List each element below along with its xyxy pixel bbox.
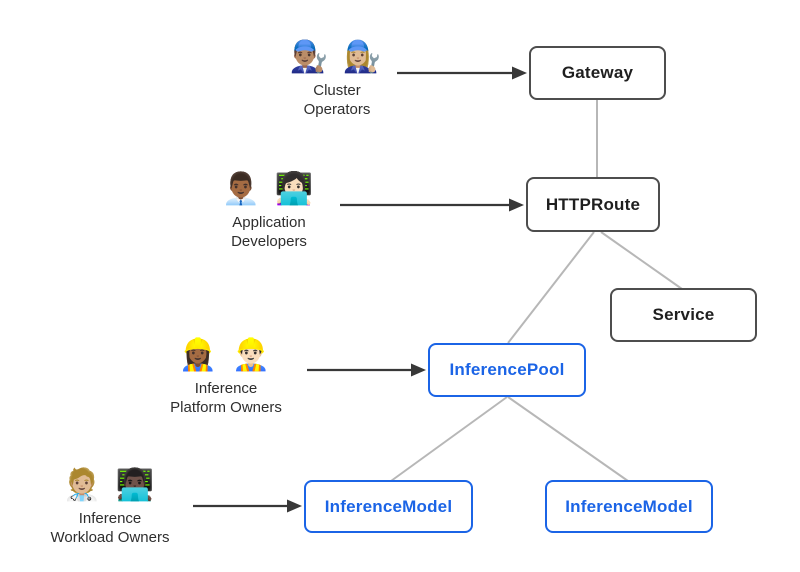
- persona-application-developers-label: Application Developers: [231, 214, 307, 250]
- persona-inference-workload-owners-label: Inference Workload Owners: [50, 510, 170, 546]
- edge-inferencepool-inferencemodel-left: [390, 396, 508, 482]
- man-office-worker-icon woman-technologist-icon: 👨🏾‍💼 👩🏻‍💻: [221, 171, 317, 206]
- man-mechanic-icon woman-mechanic-icon: 👨🏽‍🔧 👩🏼‍🔧: [289, 39, 385, 74]
- edge-httproute-service: [600, 231, 683, 290]
- persona-inference-platform-owners: 👷🏾‍♀️ 👷🏻‍♂️ Inference Platform Owners: [146, 334, 306, 417]
- node-inferencemodel-right: InferenceModel: [545, 480, 713, 533]
- node-inferencemodel-left: InferenceModel: [304, 480, 473, 533]
- arrow-application-developers-httproute: [340, 198, 524, 212]
- persona-cluster-operators: 👨🏽‍🔧 👩🏼‍🔧 Cluster Operators: [277, 36, 397, 119]
- persona-application-developers: 👨🏾‍💼 👩🏻‍💻 Application Developers: [194, 168, 344, 251]
- persona-inference-platform-owners-label: Inference Platform Owners: [170, 380, 282, 416]
- arrow-cluster-operators-gateway: [397, 66, 527, 80]
- node-inferencepool: InferencePool: [428, 343, 586, 397]
- health-worker-icon man-technologist-icon: 🧑🏼‍⚕️ 👨🏿‍💻: [62, 467, 158, 502]
- arrow-inference-workload-owners-inferencemodel: [193, 499, 302, 513]
- edge-httproute-inferencepool: [507, 231, 595, 344]
- node-httproute: HTTPRoute: [526, 177, 660, 232]
- woman-construction-worker-icon man-construction-worker-icon: 👷🏾‍♀️ 👷🏻‍♂️: [178, 337, 274, 372]
- arrow-inference-platform-owners-inferencepool: [307, 363, 426, 377]
- edge-inferencepool-inferencemodel-right: [507, 396, 629, 482]
- persona-cluster-operators-label: Cluster Operators: [303, 82, 371, 118]
- node-gateway: Gateway: [529, 46, 666, 100]
- node-service: Service: [610, 288, 757, 342]
- persona-inference-workload-owners: 🧑🏼‍⚕️ 👨🏿‍💻 Inference Workload Owners: [30, 464, 190, 547]
